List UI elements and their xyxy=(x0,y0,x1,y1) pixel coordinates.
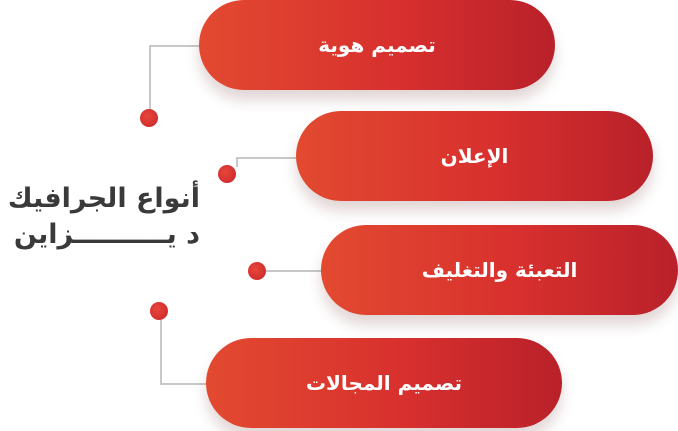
title-line-2: د يــــــــــزاين xyxy=(13,219,200,250)
connector-4-vertical xyxy=(160,320,162,384)
connector-dot-1 xyxy=(140,109,158,127)
connector-4-horizontal xyxy=(160,383,208,385)
connector-1-vertical xyxy=(149,45,151,111)
title-line-1: أنواع الجرافيك xyxy=(7,183,200,214)
item-pill-identity-design: تصميم هوية xyxy=(199,0,555,90)
connector-1-horizontal xyxy=(149,45,201,47)
diagram-title: أنواع الجرافيك د يــــــــــزاين xyxy=(0,182,200,252)
connector-dot-3 xyxy=(248,262,266,280)
connector-2-vertical xyxy=(236,157,238,167)
item-pill-magazines-design: تصميم المجالات xyxy=(206,338,562,428)
item-label: الإعلان xyxy=(440,144,509,168)
item-label: تصميم هوية xyxy=(318,33,436,57)
connector-dot-4 xyxy=(150,302,168,320)
item-pill-packaging: التعبئة والتغليف xyxy=(321,225,678,315)
connector-dot-2 xyxy=(218,165,236,183)
item-label: التعبئة والتغليف xyxy=(421,258,578,282)
connector-3-horizontal xyxy=(266,270,322,272)
item-label: تصميم المجالات xyxy=(305,371,463,395)
item-pill-advertising: الإعلان xyxy=(296,111,653,201)
connector-2-horizontal xyxy=(236,157,298,159)
